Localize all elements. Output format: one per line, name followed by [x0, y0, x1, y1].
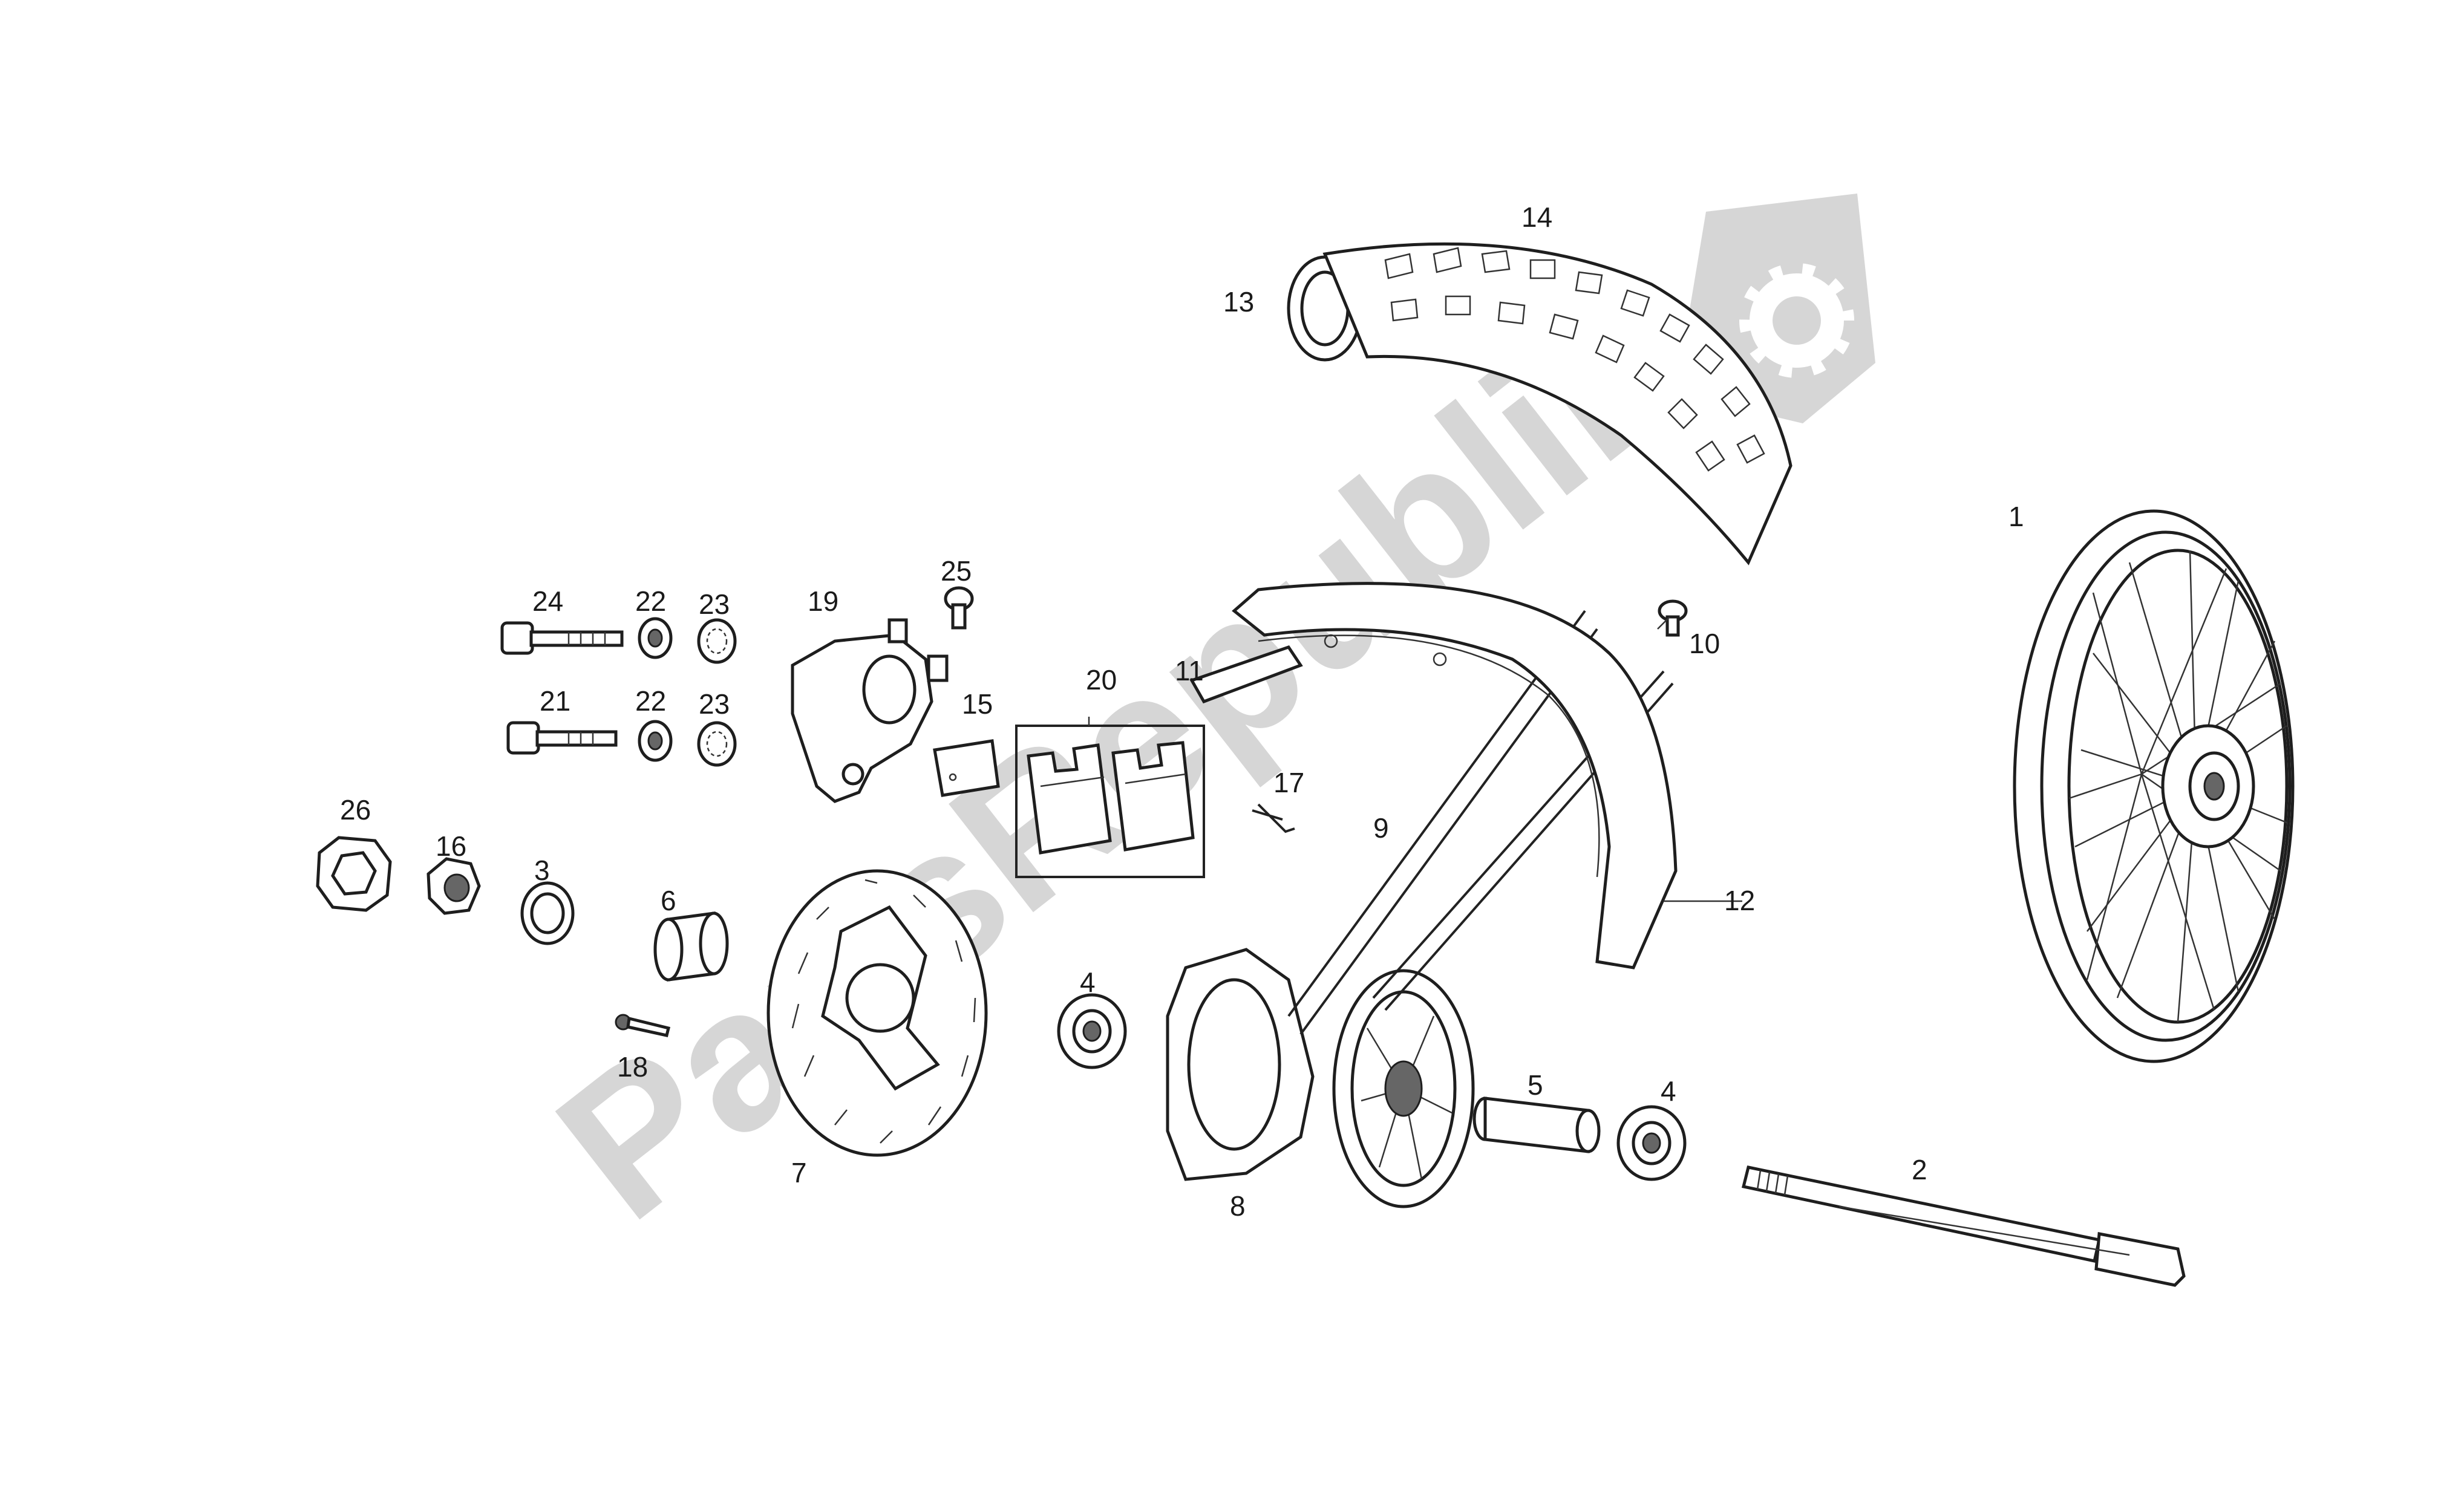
- callout-26: 26: [340, 794, 371, 826]
- callout-15: 15: [962, 688, 993, 720]
- callout-4b: 4: [1661, 1075, 1676, 1107]
- callout-12: 12: [1724, 885, 1755, 916]
- callout-14: 14: [1521, 201, 1552, 233]
- part-25-bleed-screw: [944, 586, 974, 630]
- callout-19: 19: [808, 585, 838, 617]
- callout-20: 20: [1086, 664, 1117, 696]
- part-26-nut: [316, 836, 392, 912]
- part-15-pad-spring: [933, 739, 1000, 797]
- callout-21: 21: [540, 685, 570, 717]
- callout-17: 17: [1273, 767, 1304, 798]
- part-21-bolt: [506, 721, 618, 755]
- part-14-knobby-tyre: [1322, 242, 1792, 565]
- callout-7: 7: [791, 1157, 807, 1188]
- part-4-bearing: [1057, 993, 1687, 1181]
- callout-8: 8: [1230, 1190, 1246, 1222]
- callout-10: 10: [1689, 628, 1720, 659]
- part-19-brake-caliper: [791, 618, 949, 803]
- part-11-mudguard-bracket: [1189, 645, 1303, 704]
- callout-5: 5: [1528, 1069, 1543, 1101]
- callout-3: 3: [534, 855, 550, 886]
- callout-11: 11: [1175, 655, 1204, 686]
- part-3-seal: [520, 881, 575, 945]
- part-6-spacer: [653, 911, 729, 982]
- callout-6: 6: [661, 885, 676, 916]
- callout-22a: 22: [635, 585, 666, 617]
- part-2-wheel-axle: [1741, 1165, 2186, 1287]
- part-5-axle-sleeve: [1472, 1097, 1601, 1153]
- callout-9: 9: [1373, 812, 1389, 844]
- part-10-screw: [1658, 599, 1688, 637]
- part-20-brake-pads-kit: [1015, 725, 1205, 878]
- part-22-washer: [638, 617, 673, 762]
- part-7-brake-disc: [766, 869, 988, 1157]
- part-8-wheel-hub: [1166, 948, 1475, 1208]
- callout-23a: 23: [699, 588, 730, 620]
- callout-22b: 22: [635, 685, 666, 717]
- part-23-locknut: [697, 618, 737, 767]
- part-17-clip: [1252, 803, 1295, 833]
- callout-18: 18: [617, 1051, 648, 1083]
- callout-25: 25: [941, 555, 972, 587]
- part-16-hex-nut: [426, 857, 481, 915]
- callout-2: 2: [1912, 1154, 1927, 1185]
- part-12-front-mudguard: [1232, 582, 1678, 969]
- callout-13: 13: [1223, 286, 1254, 318]
- part-18-screw: [615, 1014, 671, 1037]
- callout-labels: 1 2 3 4 4 5 6 7 8 9 10 11 12 13 14 15 16…: [340, 201, 2024, 1222]
- callout-16: 16: [436, 830, 466, 862]
- callout-23b: 23: [699, 688, 730, 720]
- callout-24: 24: [532, 585, 563, 617]
- part-24-bolt: [500, 621, 624, 655]
- part-1-spoked-wheel: [2013, 509, 2295, 1063]
- callout-1: 1: [2008, 501, 2024, 532]
- leader-lines: [1088, 616, 2130, 1256]
- callout-4a: 4: [1080, 966, 1096, 998]
